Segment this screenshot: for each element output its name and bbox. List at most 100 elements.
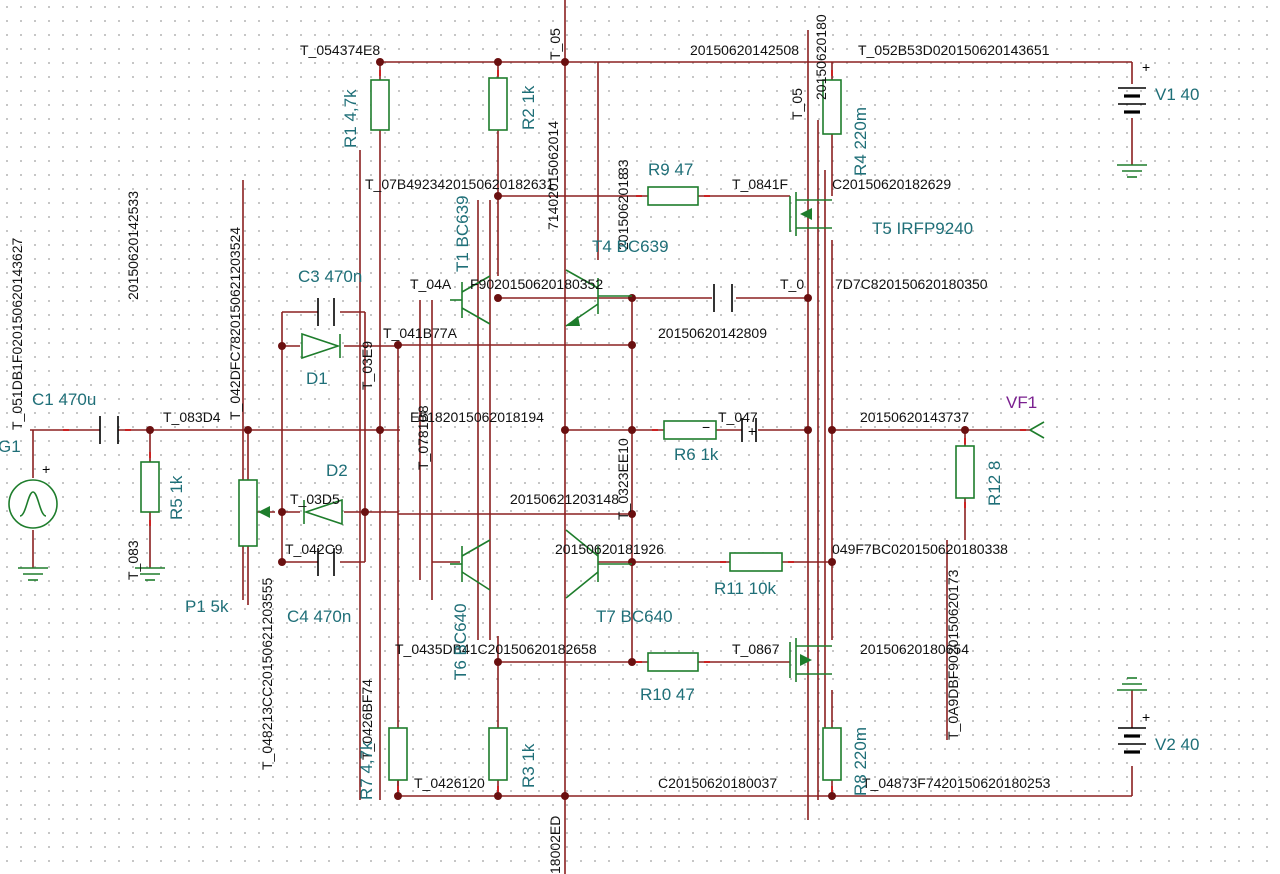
wires [30, 0, 1133, 874]
net-label: T_07B4923420150620182631 [365, 176, 554, 192]
net-label: 7D7C820150620180350 [835, 276, 988, 292]
net-label: T_0867 [732, 641, 780, 657]
label-g1: G1 [0, 437, 21, 456]
net-label: T_05 [789, 88, 805, 120]
transistor-t4[interactable] [565, 269, 632, 327]
label-r12: R12 8 [985, 461, 1004, 506]
signal-source-g1[interactable]: + [8, 461, 58, 529]
transistor-t7[interactable] [565, 529, 632, 599]
capacitor-c1[interactable] [99, 416, 119, 444]
diode-d1[interactable] [301, 332, 341, 360]
ground-symbol [1117, 164, 1147, 178]
label-v2: V2 40 [1155, 735, 1199, 754]
capacitor-c4[interactable] [317, 548, 335, 576]
label-r5: R5 1k [167, 475, 186, 520]
net-label: 20150620142533 [125, 191, 141, 300]
resistor-r11[interactable] [729, 552, 783, 572]
resistor-r12[interactable] [955, 445, 975, 499]
net-label: 18002ED [547, 816, 563, 874]
net-label: T_0A9DBF9020150620173 [945, 569, 961, 740]
resistor-r5[interactable] [140, 461, 160, 513]
net-label: T_0435DB41C20150620182658 [395, 641, 597, 657]
diode-d2[interactable] [303, 498, 343, 526]
net-label: 20150620142508 [690, 42, 799, 58]
label-c3: C3 470n [298, 267, 362, 286]
resistor-r2[interactable] [488, 77, 508, 131]
label-r10: R10 47 [640, 685, 695, 704]
label-r8: R8 220m [851, 727, 870, 796]
transistor-t6[interactable] [450, 539, 491, 591]
resistor-r3[interactable] [488, 727, 508, 781]
net-label: T_052B53D020150620143651 [858, 42, 1050, 58]
net-label: T_042C9 [285, 541, 343, 557]
net-label: 20150620180654 [860, 641, 969, 657]
battery-v1[interactable]: + [1118, 59, 1150, 114]
net-label: C20150620180037 [658, 775, 777, 791]
label-t6: T6 BC640 [451, 603, 470, 680]
net-label: T_04A [410, 276, 452, 292]
label-r6: R6 1k [674, 445, 719, 464]
net-label: T_0426BF74 [359, 679, 375, 760]
resistor-r9[interactable] [647, 186, 699, 206]
vertical-net-labels: T_051DB1F020150620143627 20150620142533 … [9, 14, 961, 874]
resistor-r8[interactable] [822, 727, 842, 781]
net-label: T_0 [780, 276, 804, 292]
net-label: 049F7BC020150620180338 [832, 541, 1008, 557]
net-label: T_03E9 [359, 341, 375, 390]
label-c4: C4 470n [287, 607, 351, 626]
label-r7: R7 4,7k [357, 741, 376, 800]
g1-plus-sign: + [42, 461, 50, 477]
resistor-r10[interactable] [647, 652, 699, 672]
capacitor-bias[interactable] [713, 284, 733, 312]
net-label: 2015062018 [615, 172, 631, 250]
net-label: 20150620181926 [555, 541, 664, 557]
net-label: E5182015062018194 [410, 409, 544, 425]
label-r1: R1 4,7k [341, 89, 360, 148]
capacitor-c3[interactable] [317, 298, 335, 326]
resistor-r6[interactable] [663, 420, 717, 440]
label-d2: D2 [326, 461, 348, 480]
component-labels: G1 C1 470u R5 1k P1 5k C3 470n C4 470n D… [0, 85, 1199, 800]
transistor-t1[interactable] [450, 275, 491, 325]
net-labels: T_054374E8 20150620142508 T_052B53D02015… [163, 42, 1051, 791]
ground-symbol [18, 567, 48, 581]
net-label: T_083 [125, 540, 141, 580]
ground-symbol [135, 567, 165, 581]
net-label: T_04873F7420150620180253 [862, 775, 1051, 791]
label-r11: R11 10k [714, 579, 777, 598]
terminal-ticks [63, 70, 1026, 792]
label-r2: R2 1k [519, 85, 538, 130]
potentiometer-p1[interactable] [238, 479, 270, 547]
label-c1: C1 470u [32, 390, 96, 409]
r6-minus-sign: − [702, 419, 710, 435]
mosfet-t8[interactable] [789, 638, 832, 682]
net-label: T_041B77A [383, 325, 458, 341]
net-label: T_03D5 [290, 491, 340, 507]
label-d1: D1 [306, 369, 328, 388]
net-label: T_054374E8 [300, 42, 380, 58]
resistor-r7[interactable] [388, 727, 408, 781]
mosfet-t5[interactable] [789, 192, 832, 236]
net-label: 20150620142809 [658, 325, 767, 341]
resistor-r4[interactable] [822, 79, 842, 135]
net-label: 71402015062014 [545, 121, 561, 230]
label-v1: V1 40 [1155, 85, 1199, 104]
resistor-r1[interactable] [370, 79, 390, 131]
net-label: 20150620180 [813, 14, 829, 100]
label-r4: R4 220m [851, 107, 870, 176]
v1-plus-sign: + [1142, 59, 1150, 75]
label-r9: R9 47 [648, 160, 693, 179]
ground-symbol [1117, 677, 1147, 691]
label-t1: T1 BC639 [453, 195, 472, 272]
net-label: T_05 [547, 28, 563, 60]
battery-v2[interactable]: + [1118, 709, 1150, 754]
label-p1: P1 5k [185, 597, 229, 616]
net-label: T_083D4 [163, 409, 221, 425]
net-label: T_051DB1F020150620143627 [9, 238, 25, 430]
net-label: 20150621203148 [510, 491, 619, 507]
voltmeter-vf1-terminal[interactable] [1029, 421, 1045, 439]
capacitor-output[interactable]: + [741, 418, 757, 442]
net-label: T_0426120 [414, 775, 485, 791]
capacitor-plus-sign: + [748, 423, 756, 439]
label-t4: T4 BC639 [592, 237, 669, 256]
